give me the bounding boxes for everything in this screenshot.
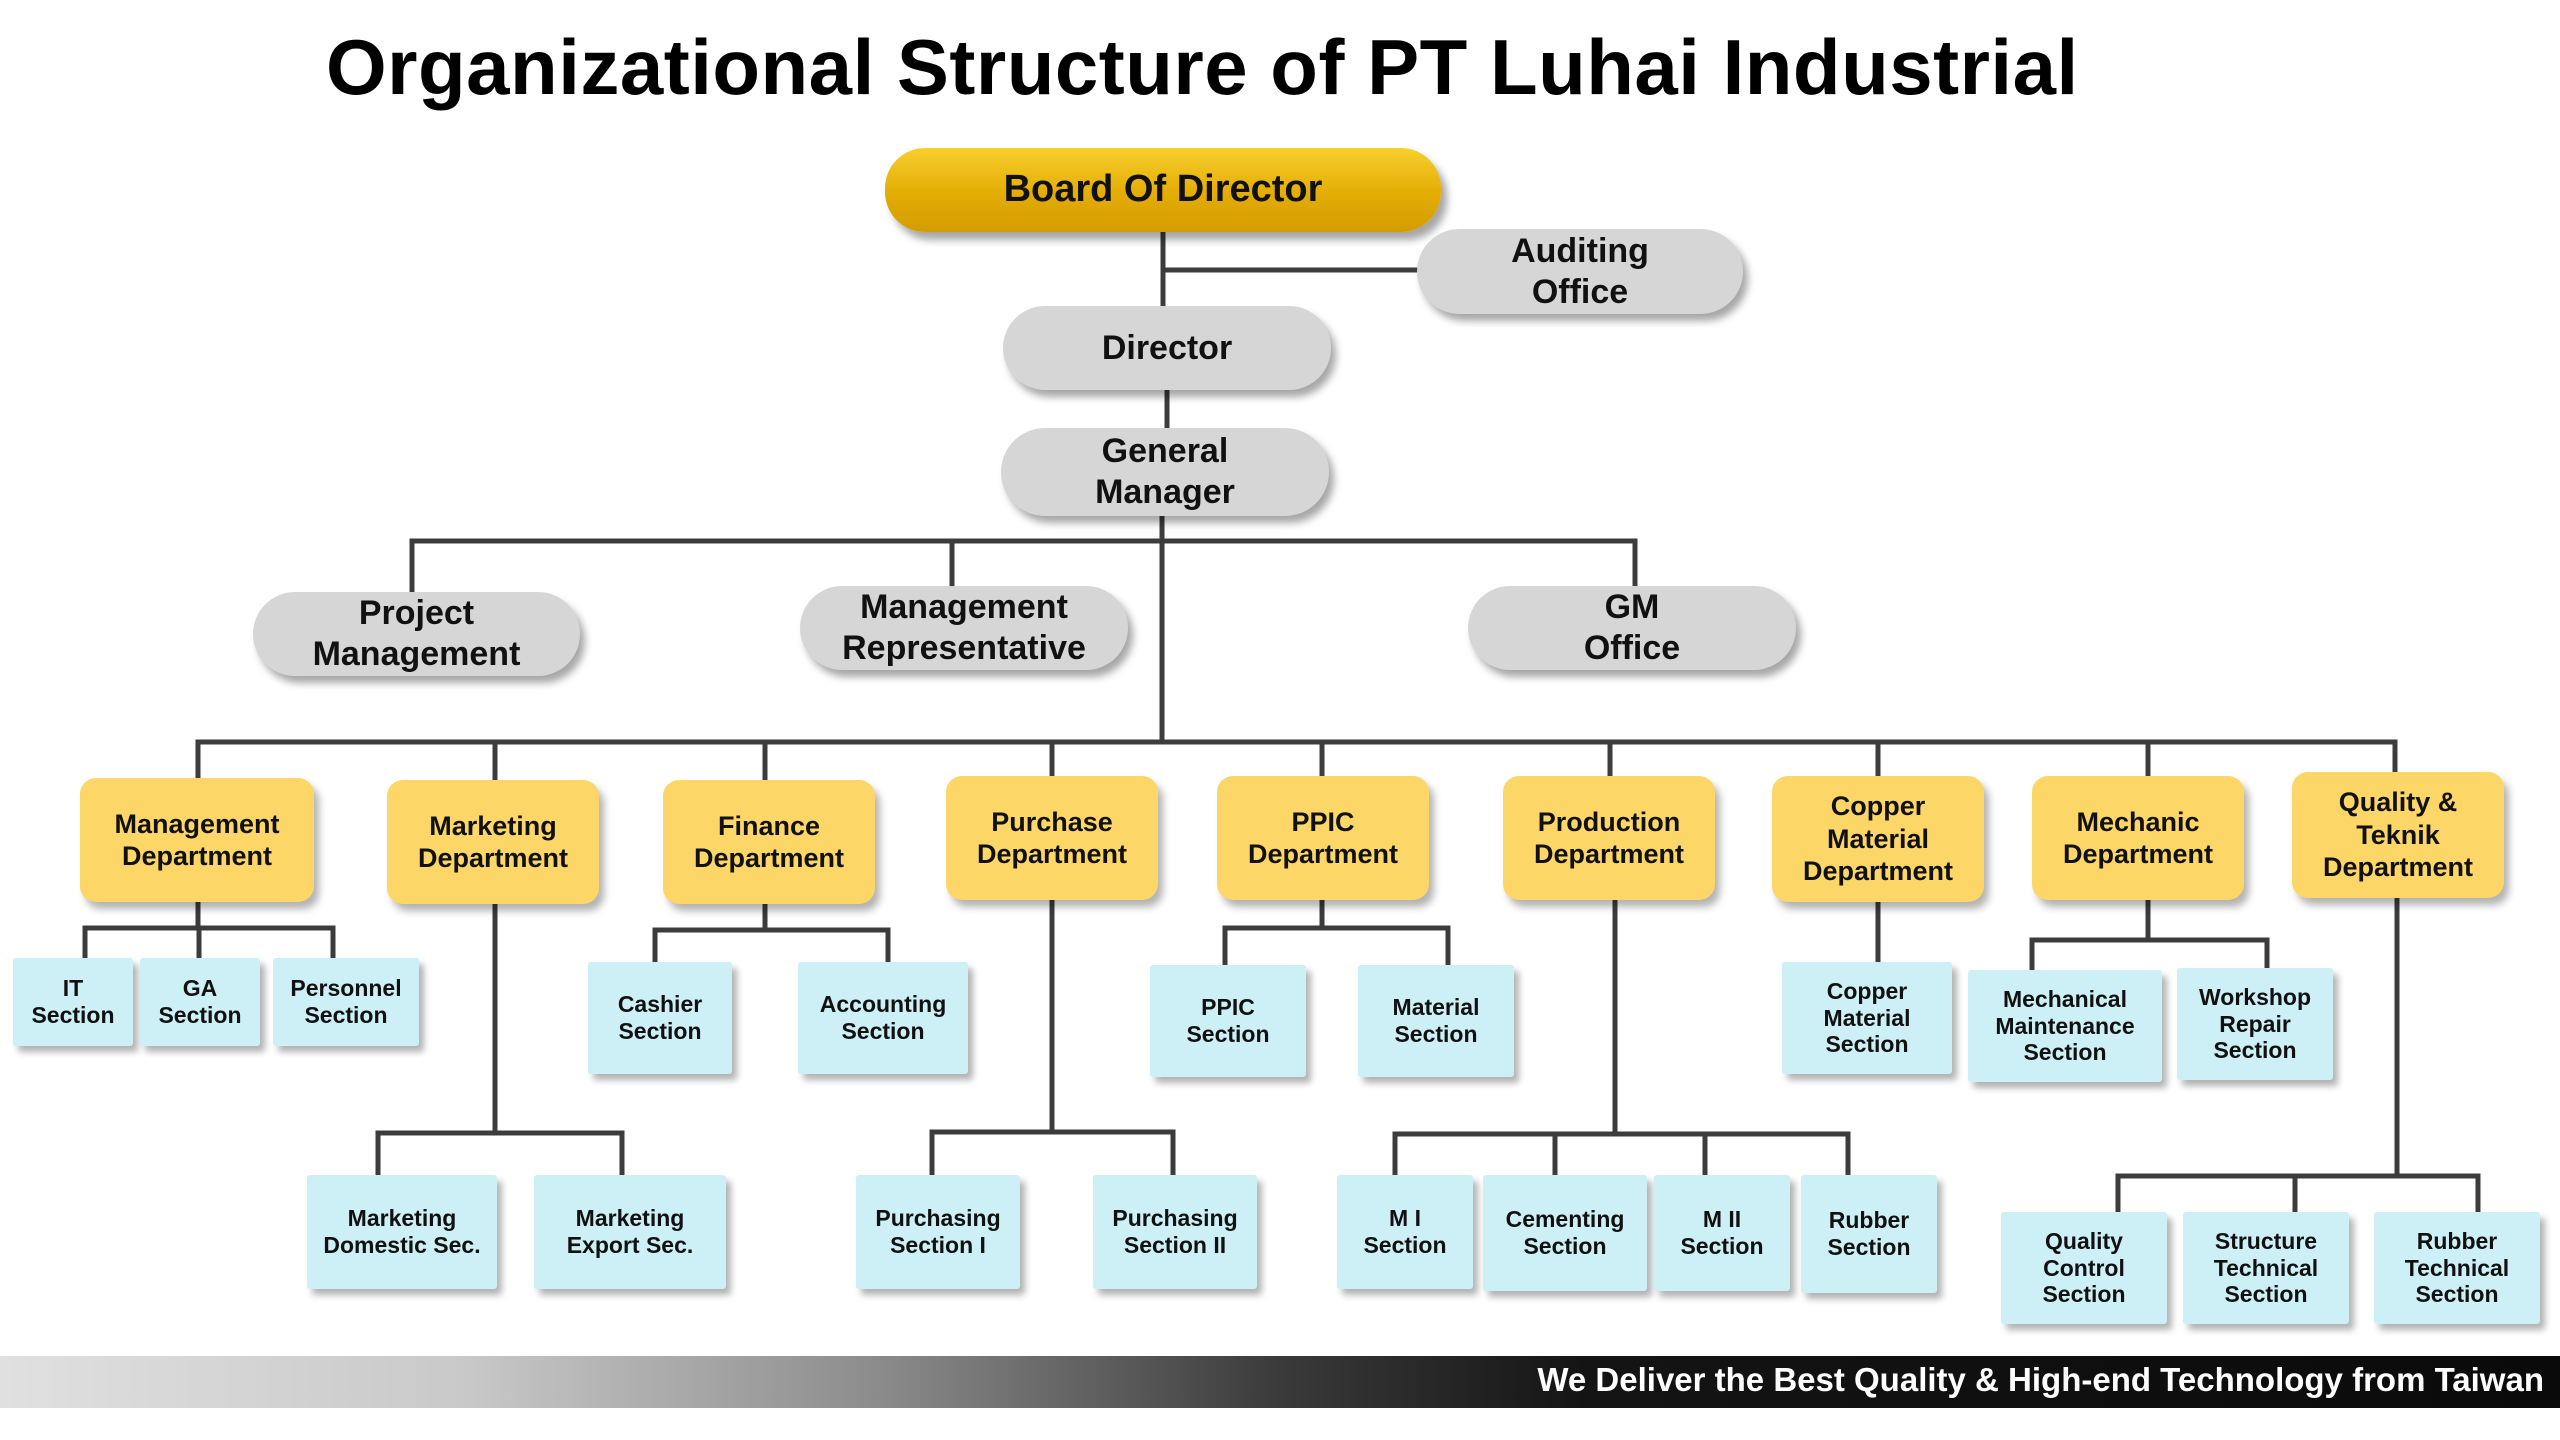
board-of-director-box: Board Of Director (885, 148, 1441, 232)
production-department-box: Production Department (1503, 776, 1715, 900)
auditing-office-box: Auditing Office (1417, 229, 1743, 314)
mechanical-maintenance-section-box: Mechanical Maintenance Section (1968, 970, 2162, 1082)
gm-office-box: GM Office (1468, 586, 1796, 670)
workshop-repair-section-box: Workshop Repair Section (2177, 968, 2333, 1080)
copper-material-section-box: Copper Material Section (1782, 962, 1952, 1074)
rubber-section-box: Rubber Section (1801, 1175, 1937, 1293)
page-title: Organizational Structure of PT Luhai Ind… (326, 23, 2079, 111)
purchase-department-box: Purchase Department (946, 776, 1158, 900)
quality-teknik-department-box: Quality & Teknik Department (2292, 772, 2504, 898)
cementing-section-box: Cementing Section (1483, 1175, 1647, 1291)
management-representative-box: Management Representative (800, 586, 1128, 670)
marketing-domestic-section-box: Marketing Domestic Sec. (307, 1175, 497, 1289)
purchasing-section-1-box: Purchasing Section I (856, 1175, 1020, 1289)
material-section-box: Material Section (1358, 965, 1514, 1077)
mechanic-department-box: Mechanic Department (2032, 776, 2244, 900)
management-department-box: Management Department (80, 778, 314, 902)
finance-department-box: Finance Department (663, 780, 875, 904)
purchasing-section-2-box: Purchasing Section II (1093, 1175, 1257, 1289)
it-section-box: IT Section (13, 958, 133, 1046)
cashier-section-box: Cashier Section (588, 962, 732, 1074)
personnel-section-box: Personnel Section (273, 958, 419, 1046)
copper-material-department-box: Copper Material Department (1772, 776, 1984, 902)
ppic-section-box: PPIC Section (1150, 965, 1306, 1077)
director-box: Director (1003, 306, 1331, 390)
ppic-department-box: PPIC Department (1217, 776, 1429, 900)
quality-control-section-box: Quality Control Section (2001, 1212, 2167, 1324)
marketing-export-section-box: Marketing Export Sec. (534, 1175, 726, 1289)
mi-section-box: M I Section (1337, 1175, 1473, 1289)
rubber-technical-section-box: Rubber Technical Section (2374, 1212, 2540, 1324)
general-manager-box: General Manager (1001, 428, 1329, 516)
accounting-section-box: Accounting Section (798, 962, 968, 1074)
project-management-box: Project Management (253, 592, 580, 676)
footer-bar (0, 1356, 2560, 1408)
structure-technical-section-box: Structure Technical Section (2183, 1212, 2349, 1324)
mii-section-box: M II Section (1654, 1175, 1790, 1291)
marketing-department-box: Marketing Department (387, 780, 599, 904)
footer-tagline: We Deliver the Best Quality & High-end T… (1537, 1361, 2544, 1398)
ga-section-box: GA Section (140, 958, 260, 1046)
